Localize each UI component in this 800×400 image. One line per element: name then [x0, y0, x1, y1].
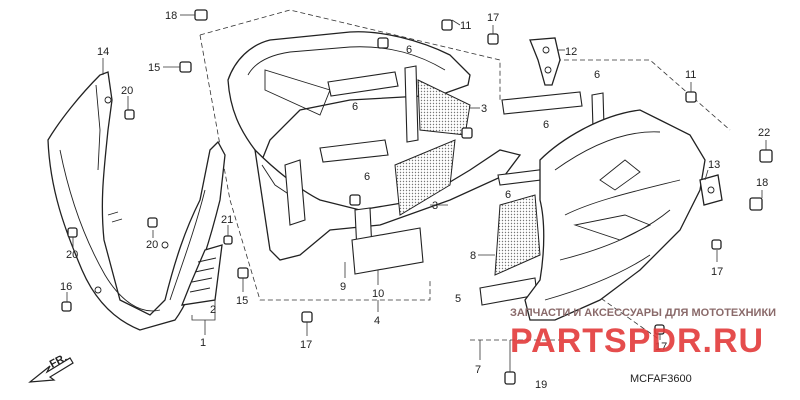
part-label: 17: [711, 266, 723, 278]
part-label: 10: [372, 288, 384, 300]
part-label: 6: [505, 189, 511, 201]
watermark: ЗАПЧАСТИ И АКСЕССУАРЫ ДЛЯ МОТОТЕХНИКИ PA…: [510, 307, 776, 360]
inner-duct-frame: [227, 31, 522, 261]
part-label: 18: [165, 10, 177, 22]
part-label: 16: [60, 281, 72, 293]
part-label: 6: [352, 101, 358, 113]
part-label: 6: [594, 69, 600, 81]
right-under-cowl: [524, 109, 706, 321]
part-label: 20: [66, 249, 78, 261]
bolt-18-icon: [194, 9, 208, 21]
bolt-18-icon: [749, 197, 763, 211]
diagram-code: MCFAF3600: [630, 373, 692, 385]
screw-20-icon: [147, 217, 158, 228]
brackets: [529, 37, 723, 206]
part-label: 6: [406, 44, 412, 56]
part-labels: 18 14 15 20 20 20 21 16 2 1 15 17 9 10 4…: [60, 10, 770, 391]
part-label: 20: [121, 85, 133, 97]
part-label: 17: [655, 341, 667, 353]
part-label: 15: [236, 295, 248, 307]
heat-insulators: [394, 79, 541, 276]
nut-11-icon: [685, 91, 697, 103]
bolt-19-icon: [504, 371, 516, 385]
screw-20-icon: [124, 109, 135, 120]
screw-20-icon: [67, 227, 78, 238]
bolt-17-icon: [301, 311, 313, 323]
watermark-subtitle: ЗАПЧАСТИ И АКСЕССУАРЫ ДЛЯ МОТОТЕХНИКИ: [510, 307, 776, 319]
part-label: 4: [374, 315, 380, 327]
part-label: 17: [487, 12, 499, 24]
left-side-cowl: [47, 71, 226, 331]
plates: [351, 207, 424, 275]
bolt-15-icon: [179, 61, 192, 73]
bolt-17-icon: [711, 239, 722, 250]
part-label: 7: [475, 364, 481, 376]
part-label: 11: [460, 20, 471, 32]
part-label: 22: [758, 127, 770, 139]
part-label: 18: [756, 177, 768, 189]
part-label: 21: [221, 214, 233, 226]
part-label: 15: [148, 62, 160, 74]
part-label: 14: [97, 46, 109, 58]
bolt-15-icon: [237, 267, 249, 279]
fasteners: [61, 9, 773, 385]
part-label: 8: [470, 250, 476, 262]
clip-icon: [377, 37, 389, 49]
leader-lines: [66, 14, 767, 372]
part-label: 1: [200, 337, 206, 349]
part-label: 5: [455, 293, 461, 305]
front-arrow-icon: [28, 357, 74, 383]
clip-icon: [461, 127, 473, 139]
bolt-17-icon: [487, 33, 499, 45]
part-label: 20: [146, 239, 158, 251]
nut-11-icon: [441, 19, 453, 31]
vent-grille: [180, 244, 223, 306]
front-arrow: FR.: [28, 352, 74, 383]
part-label: 13: [708, 159, 720, 171]
part-label: 3: [432, 200, 438, 212]
clip-icon: [349, 194, 361, 206]
part-label: 6: [364, 171, 370, 183]
screw-21-icon: [223, 235, 233, 245]
part-label: 3: [481, 103, 487, 115]
part-label: 9: [340, 281, 346, 293]
bolt-22-icon: [759, 149, 773, 163]
part-label: 11: [685, 69, 696, 81]
part-label: 19: [535, 379, 547, 391]
part-label: 2: [210, 304, 216, 316]
bolt-16-icon: [61, 301, 72, 312]
watermark-logo: PARTSPDR.RU: [510, 322, 764, 360]
part-label: 6: [543, 119, 549, 131]
part-label: 17: [300, 339, 312, 351]
bolt-17-icon: [654, 324, 665, 335]
part-label: 12: [565, 46, 577, 58]
